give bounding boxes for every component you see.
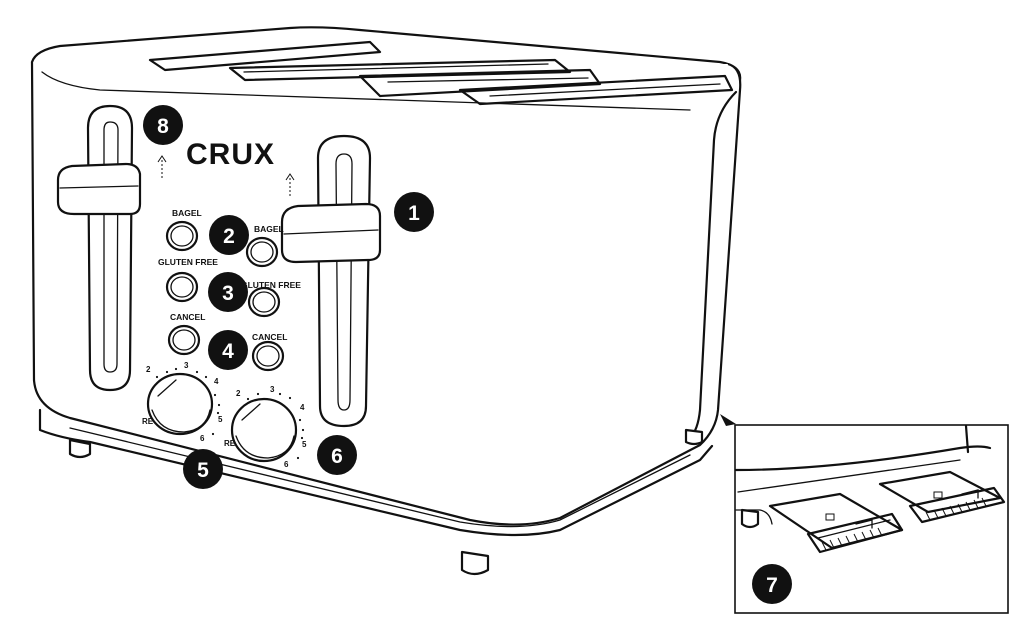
crumb-tray-left-grip xyxy=(821,527,883,551)
left-dial-knob[interactable] xyxy=(146,372,214,436)
toaster-body xyxy=(30,26,742,576)
left-lever-assembly xyxy=(56,104,142,392)
toaster-seam xyxy=(41,71,691,111)
right-dial-number-4: 4 xyxy=(300,403,305,412)
left-dial-number-4: 4 xyxy=(214,377,219,386)
left-lever-track xyxy=(86,104,134,392)
callout-3-number: 3 xyxy=(222,282,234,305)
inset-pointer-arrow xyxy=(720,414,736,426)
right-lever-assembly xyxy=(280,134,382,428)
left-dial-number-5: 5 xyxy=(218,415,223,424)
callout-2: 2 xyxy=(209,215,249,255)
right-dial-number-3: 3 xyxy=(270,385,275,394)
callout-4: 4 xyxy=(208,330,248,370)
left-lever[interactable] xyxy=(56,162,142,216)
inset-foot xyxy=(740,508,760,529)
right-dial-partial-label: RE xyxy=(224,439,236,448)
lift-arrow-left xyxy=(157,155,167,178)
left-dial-number-2: 2 xyxy=(146,365,151,374)
toaster-base-line xyxy=(69,427,691,528)
right-button-group: BAGEL GLUTEN FREE CANCEL xyxy=(241,224,301,372)
callout-6-number: 6 xyxy=(331,445,343,468)
left-browning-dial: 2 3 4 5 6 RE xyxy=(142,361,223,443)
right-dial-number-5: 5 xyxy=(302,440,307,449)
callout-6: 6 xyxy=(317,435,357,475)
callout-7-number: 7 xyxy=(766,574,778,597)
right-browning-dial: 2 3 4 5 6 RE xyxy=(224,385,307,469)
left-button-group: BAGEL GLUTEN FREE CANCEL xyxy=(158,208,218,356)
left-bagel-label: BAGEL xyxy=(172,208,202,218)
callout-4-number: 4 xyxy=(222,340,234,363)
right-lever[interactable] xyxy=(280,202,382,264)
left-cancel-label: CANCEL xyxy=(170,312,205,322)
crumb-tray-inset xyxy=(734,424,1009,614)
callout-2-number: 2 xyxy=(223,225,235,248)
lift-arrow-right xyxy=(285,173,295,196)
bread-slots xyxy=(148,40,734,106)
callout-8-number: 8 xyxy=(157,115,169,138)
foot-front-left xyxy=(68,438,92,459)
right-lever-track xyxy=(316,134,372,428)
left-dial-number-6: 6 xyxy=(200,434,205,443)
right-dial-number-6: 6 xyxy=(284,460,289,469)
callout-1-number: 1 xyxy=(408,202,420,225)
toaster-base xyxy=(38,408,714,537)
callout-8: 8 xyxy=(143,105,183,145)
right-cancel-label: CANCEL xyxy=(252,332,287,342)
brand-logo: CRUX xyxy=(186,138,275,171)
toaster-shell xyxy=(30,61,742,526)
callout-5: 5 xyxy=(183,449,223,489)
callout-7: 7 xyxy=(752,564,792,604)
right-dial-knob[interactable] xyxy=(230,397,298,463)
callout-3: 3 xyxy=(208,272,248,312)
left-dial-partial-label: RE xyxy=(142,417,154,426)
left-dial-number-3: 3 xyxy=(184,361,189,370)
right-dial-number-2: 2 xyxy=(236,389,241,398)
foot-front-right xyxy=(460,550,490,576)
crumb-tray-right-grip xyxy=(925,497,987,521)
right-gluten-free-label: GLUTEN FREE xyxy=(241,280,301,290)
callout-1: 1 xyxy=(394,192,434,232)
callout-5-number: 5 xyxy=(197,459,209,482)
left-gluten-free-label: GLUTEN FREE xyxy=(158,257,218,267)
foot-back-right xyxy=(684,428,704,446)
right-bagel-label: BAGEL xyxy=(254,224,284,234)
